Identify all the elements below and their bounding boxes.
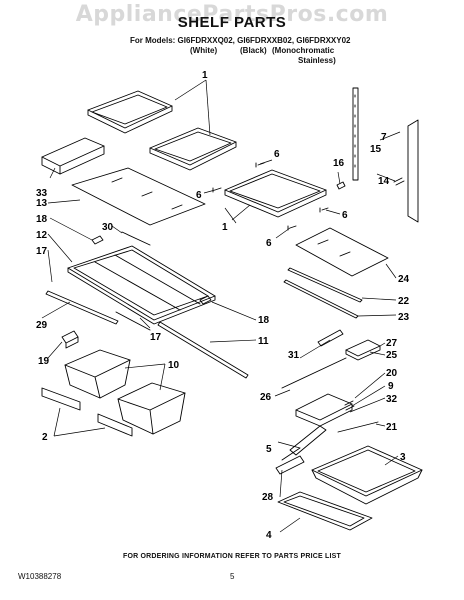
- part-crisper-frame: [67, 245, 216, 325]
- part-rails: [45, 290, 249, 379]
- callout: 17: [36, 246, 48, 257]
- callout: 11: [258, 336, 269, 347]
- callout: 24: [398, 274, 410, 285]
- part-slide-parts: [91, 231, 212, 305]
- callout: 25: [386, 350, 398, 361]
- callout: 19: [38, 356, 50, 367]
- callout: 15: [370, 144, 382, 155]
- callout: 6: [266, 238, 272, 249]
- part-door-bin-small: [41, 137, 105, 175]
- part-clip: [61, 330, 79, 349]
- part-slide-assembly: [295, 393, 379, 433]
- ordering-note: FOR ORDERING INFORMATION REFER TO PARTS …: [122, 553, 342, 560]
- finish-white: (White): [190, 46, 218, 55]
- part-deli-pan: [311, 445, 423, 505]
- page-number: 5: [230, 572, 235, 581]
- part-bracket-assembly: [345, 339, 381, 361]
- callout: 32: [386, 394, 398, 405]
- callout: 33: [36, 188, 48, 199]
- callout: 20: [386, 368, 398, 379]
- callout: 4: [266, 530, 272, 541]
- callout: 14: [378, 176, 390, 187]
- callout: 6: [196, 190, 202, 201]
- callout: 17: [150, 332, 162, 343]
- callout-numbers: 1 6 6 6 6 16 7 15 14 33 13 18 30 12 17 2…: [36, 70, 410, 541]
- part-shelf-frame-upper-left: [87, 90, 173, 134]
- part-cap: [275, 455, 305, 475]
- callout: 22: [398, 296, 410, 307]
- callout: 10: [168, 360, 180, 371]
- part-bracket-right: [407, 119, 419, 223]
- finish-black: (Black): [240, 46, 267, 55]
- callout: 28: [262, 492, 274, 503]
- page-title: SHELF PARTS: [177, 14, 287, 31]
- part-pan-support: [281, 425, 327, 461]
- callout: 2: [42, 432, 48, 443]
- part-fasteners: [336, 177, 405, 190]
- callout: 29: [36, 320, 48, 331]
- callout: 9: [388, 381, 394, 392]
- part-track-rail: [352, 87, 359, 181]
- part-glass-shelf-right: [295, 227, 389, 277]
- callout: 30: [102, 222, 114, 233]
- part-shelf-frame-upper-right: [149, 127, 237, 171]
- callout: 5: [266, 444, 272, 455]
- part-screws: [212, 162, 329, 231]
- watermark: AppliancePartsPros.com: [75, 2, 389, 27]
- callout: 31: [288, 350, 300, 361]
- part-glass-shelf: [71, 167, 206, 226]
- models-line: For Models: GI6FDRXXQ02, GI6FDRXXB02, GI…: [130, 36, 351, 45]
- callout: 6: [274, 149, 280, 160]
- callout: 6: [342, 210, 348, 221]
- callout: 16: [333, 158, 345, 169]
- callout: 21: [386, 422, 398, 433]
- document-number: W10388278: [18, 572, 62, 581]
- finish-stainless: Stainless): [298, 56, 336, 65]
- leader-lines: [41, 79, 401, 533]
- callout: 1: [202, 70, 208, 81]
- callout: 12: [36, 230, 48, 241]
- callout: 13: [36, 198, 48, 209]
- part-drawer-covers: [41, 387, 133, 437]
- part-handle: [317, 329, 344, 347]
- callout: 26: [260, 392, 272, 403]
- callout: 18: [36, 214, 48, 225]
- part-shelf-right: [224, 169, 327, 218]
- callout: 18: [258, 315, 270, 326]
- callout: 1: [222, 222, 228, 233]
- callout: 3: [400, 452, 406, 463]
- callout: 7: [381, 132, 387, 143]
- callout: 27: [386, 338, 398, 349]
- part-rod: [281, 357, 347, 389]
- part-pan-cover: [277, 491, 373, 531]
- finish-monochromatic: (Monochromatic: [272, 46, 335, 55]
- part-crisper-drawer-left: [64, 349, 131, 399]
- part-crisper-drawer-right: [117, 382, 186, 435]
- part-shelf-trims: [283, 267, 363, 319]
- callout: 23: [398, 312, 410, 323]
